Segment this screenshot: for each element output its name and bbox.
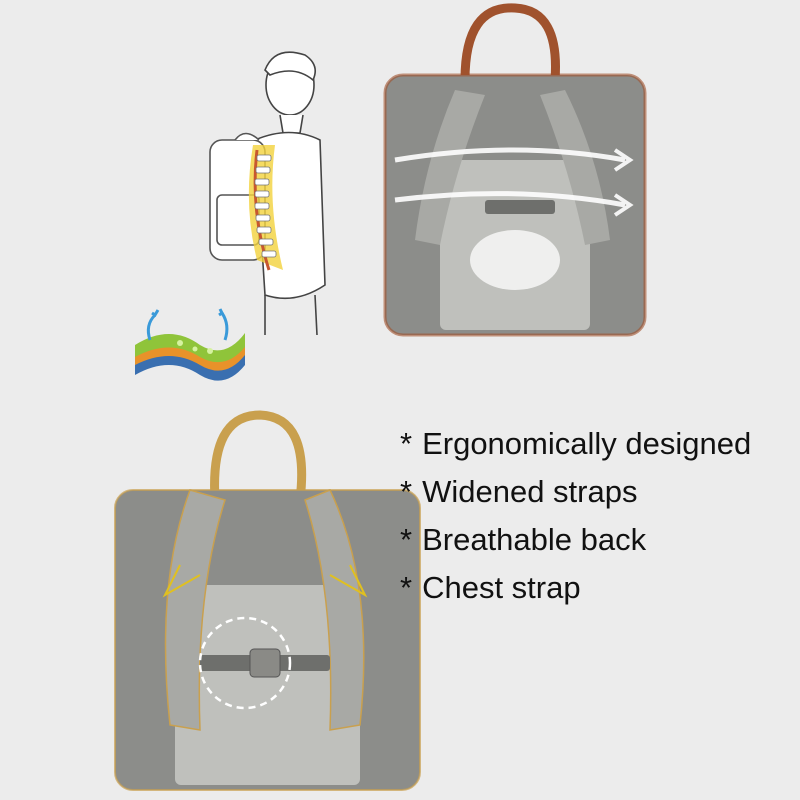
buckle-icon	[249, 648, 281, 678]
bullet-star: *	[400, 426, 413, 461]
feature-item: * Widened straps	[400, 468, 800, 516]
feature-text: Breathable back	[422, 522, 647, 557]
feature-text: Ergonomically designed	[422, 426, 752, 461]
spine-illustration	[209, 51, 326, 335]
feature-item: * Breathable back	[400, 516, 800, 564]
airflow-cloud	[470, 230, 560, 290]
bullet-star: *	[400, 570, 413, 605]
airflow-arrows-icon	[394, 147, 634, 217]
chest-strap	[485, 200, 555, 214]
feature-text: Widened straps	[422, 474, 638, 509]
handle	[210, 410, 307, 501]
strap-width-arrows-icon	[162, 564, 368, 598]
feature-item: * Ergonomically designed	[400, 420, 800, 468]
backpack-top-image	[383, 3, 647, 337]
left-strap	[164, 489, 226, 731]
bullet-star: *	[400, 522, 413, 557]
right-strap	[304, 489, 365, 731]
spine-icon	[248, 145, 283, 271]
backpack-bottom-image	[114, 410, 421, 791]
right-strap	[540, 90, 610, 245]
mesh-back-panel	[175, 585, 360, 785]
left-strap	[415, 90, 485, 245]
handle	[460, 3, 560, 81]
feature-text: Chest strap	[422, 570, 581, 605]
feature-item: * Chest strap	[400, 564, 800, 612]
feature-list: *Ergonomically designed *Widened straps …	[400, 420, 800, 612]
highlight-circle	[198, 616, 292, 710]
bullet-star: *	[400, 474, 413, 509]
fabric-layers-icon	[135, 308, 245, 381]
